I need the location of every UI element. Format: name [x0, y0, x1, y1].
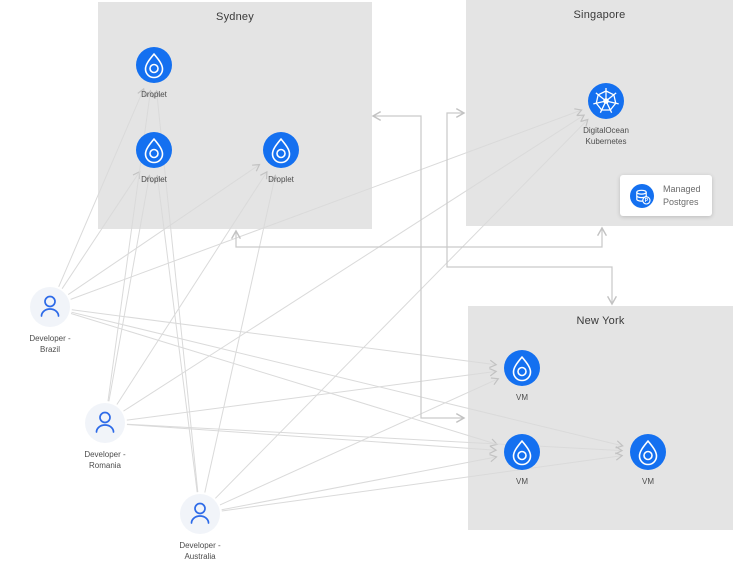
node-vm-1[interactable]: VM [474, 350, 570, 403]
node-label: VM [516, 477, 528, 486]
edge-developer-brazil-to-vm-1 [71, 309, 498, 369]
node-developer-australia[interactable]: Developer -Australia [152, 494, 248, 562]
managed-postgres-label: Managed Postgres [663, 183, 701, 207]
node-label: VM [642, 477, 654, 486]
droplet-icon [504, 434, 540, 470]
postgres-icon: P [630, 183, 654, 208]
node-vm-3[interactable]: VM [600, 434, 696, 487]
kubernetes-icon [588, 83, 624, 119]
node-label: Developer -Australia [179, 541, 221, 561]
region-title-singapore: Singapore [573, 9, 626, 21]
node-developer-brazil[interactable]: Developer -Brazil [2, 287, 98, 355]
droplet-icon [630, 434, 666, 470]
node-label: Droplet [141, 175, 167, 184]
region-sydney[interactable]: Sydney [98, 2, 372, 229]
node-label: Developer -Brazil [29, 334, 71, 354]
developer-icon [180, 494, 220, 534]
node-label: Developer -Romania [84, 450, 126, 470]
droplet-icon [136, 132, 172, 168]
node-label: Droplet [268, 175, 294, 184]
edge-developer-romania-to-vm-1 [126, 368, 498, 421]
developer-icon [30, 287, 70, 327]
node-developer-romania[interactable]: Developer -Romania [57, 403, 153, 471]
node-label: VM [516, 393, 528, 402]
region-title-new-york: New York [576, 315, 625, 327]
droplet-icon [263, 132, 299, 168]
svg-text:P: P [645, 198, 649, 204]
droplet-icon [504, 350, 540, 386]
node-droplet-3[interactable]: Droplet [233, 132, 329, 185]
edge-developer-australia-to-vm-1 [219, 377, 500, 506]
region-new-york[interactable]: New York [468, 306, 733, 530]
node-droplet-2[interactable]: Droplet [106, 132, 202, 185]
connector-sydney-singapore [230, 226, 608, 248]
edge-developer-romania-to-vm-2 [126, 424, 498, 454]
edge-developer-australia-to-vm-2 [221, 453, 498, 511]
connector-sydney-newyork [371, 110, 466, 424]
managed-postgres-card[interactable]: P Managed Postgres [620, 175, 712, 216]
node-label: Droplet [141, 90, 167, 99]
node-droplet-1[interactable]: Droplet [106, 47, 202, 100]
developer-icon [85, 403, 125, 443]
region-title-sydney: Sydney [216, 11, 254, 23]
droplet-icon [136, 47, 172, 83]
node-vm-2[interactable]: VM [474, 434, 570, 487]
